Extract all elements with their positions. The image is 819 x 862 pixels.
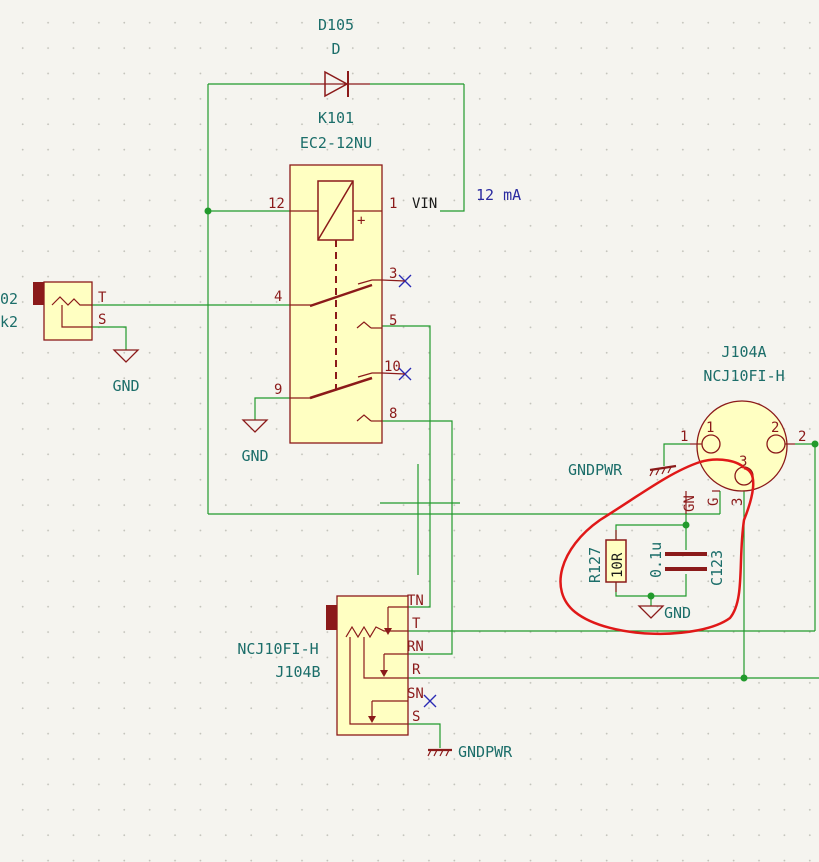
- relay-pin4: 4: [274, 289, 282, 305]
- connector-left-ref: 02: [0, 290, 18, 308]
- relay-switch-arm: [309, 376, 373, 400]
- gnd-symbol-rc: GND: [637, 604, 691, 622]
- jack-pin-sn: SN: [407, 686, 424, 702]
- wire-left-gnd[interactable]: [92, 326, 127, 350]
- junction-dot: [682, 521, 690, 529]
- wire-pin9-gnd[interactable]: [254, 397, 290, 420]
- gnd-label-left: GND: [112, 377, 139, 395]
- relay-value: EC2-12NU: [300, 134, 372, 152]
- xlr-body: [696, 400, 788, 492]
- xlr-gn-label: GN: [682, 495, 698, 512]
- wire-pin8[interactable]: [382, 420, 453, 655]
- net-label-vin: VIN: [412, 196, 437, 212]
- relay-pin8: 8: [389, 406, 397, 422]
- xlr-pin3-label: 3: [730, 498, 746, 506]
- jack-pin-rn: RN: [407, 639, 424, 655]
- wire-pin5[interactable]: [382, 325, 431, 608]
- jack-pin-s: S: [412, 709, 420, 725]
- red-highlight-loop: [559, 458, 755, 635]
- junctions: [204, 207, 819, 682]
- gndpwr-label-bottom: GNDPWR: [458, 743, 513, 761]
- gnd-label-rc: GND: [664, 604, 691, 622]
- connector-left-plug: [33, 282, 44, 305]
- gndpwr-label-top: GNDPWR: [568, 461, 623, 479]
- no-connect-sn: [423, 694, 437, 708]
- jack-value: NCJ10FI-H: [237, 640, 318, 658]
- current-annotation: 12 mA: [476, 186, 521, 204]
- connector-left-value: k2: [0, 313, 18, 331]
- relay-pin3: 3: [389, 266, 397, 282]
- junction-dot: [204, 207, 212, 215]
- resistor-value: 10R: [610, 552, 626, 578]
- cap-ref: C123: [708, 550, 726, 586]
- gnd-label-relay: GND: [241, 447, 268, 465]
- junction-dot: [647, 592, 655, 600]
- cap-value: 0.1u: [647, 542, 665, 578]
- gnd-symbol-relay: GND: [241, 419, 269, 465]
- xlr-g-label: G: [706, 498, 722, 506]
- xlr-ref: J104A: [721, 343, 766, 361]
- xlr-pin1-inner: 1: [706, 420, 714, 436]
- jack-pin-tn: TN: [407, 593, 424, 609]
- xlr-pin3-inner: 3: [739, 454, 747, 470]
- xlr-pin2-label: 2: [798, 429, 806, 445]
- connector-left[interactable]: T S 02 k2: [0, 281, 107, 341]
- relay-k101[interactable]: K101 EC2-12NU + 12 1 3 4 5 10 9 8: [268, 109, 412, 444]
- relay-ref: K101: [318, 109, 354, 127]
- wire-jack-s[interactable]: [408, 723, 441, 748]
- gnd-symbol-left: GND: [112, 349, 140, 395]
- wires: [92, 83, 819, 748]
- relay-pin10: 10: [384, 359, 401, 375]
- connector-left-pin-t: T: [98, 290, 107, 306]
- wire-xlr-pin1[interactable]: [663, 443, 690, 466]
- diode-ref: D105: [318, 16, 354, 34]
- jack-pin-t: T: [412, 616, 421, 632]
- relay-switch-arm: [309, 283, 373, 308]
- diode-d105[interactable]: D105 D: [310, 16, 370, 98]
- relay-coil-plus: +: [357, 213, 365, 229]
- wire-gn[interactable]: [615, 514, 687, 540]
- xlr-value: NCJ10FI-H: [703, 367, 784, 385]
- resistor-ref: R127: [586, 547, 604, 583]
- jack-ref: J104B: [275, 663, 320, 681]
- junction-dot: [811, 440, 819, 448]
- resistor-r127[interactable]: R127 10R: [586, 530, 627, 592]
- relay-pin5: 5: [389, 313, 397, 329]
- jack-pin-r: R: [412, 662, 421, 678]
- diode-triangle: [324, 70, 349, 98]
- relay-pin1: 1: [389, 196, 397, 212]
- gndpwr-symbol-bottom: GNDPWR: [427, 743, 513, 761]
- jack-j104b[interactable]: NCJ10FI-H J104B TN T RN R SN S: [237, 593, 437, 736]
- junction-dot: [740, 674, 748, 682]
- wire-diode-right[interactable]: [440, 84, 465, 212]
- connector-left-body: [43, 281, 93, 341]
- connector-left-pin-s: S: [98, 312, 106, 328]
- diode-value: D: [331, 40, 340, 58]
- xlr-pin2-inner: 2: [771, 420, 779, 436]
- gndpwr-symbol-top: GNDPWR: [568, 461, 677, 479]
- xlr-pin1-label: 1: [680, 429, 688, 445]
- relay-pin9: 9: [274, 382, 282, 398]
- relay-pin12: 12: [268, 196, 285, 212]
- capacitor-c123[interactable]: 0.1u C123: [647, 542, 726, 586]
- jack-plug: [326, 605, 337, 630]
- xlr-j104a[interactable]: J104A NCJ10FI-H 1 2 3 1 2 3 GN G: [680, 343, 806, 514]
- wire-xlr-pin2[interactable]: [795, 443, 816, 631]
